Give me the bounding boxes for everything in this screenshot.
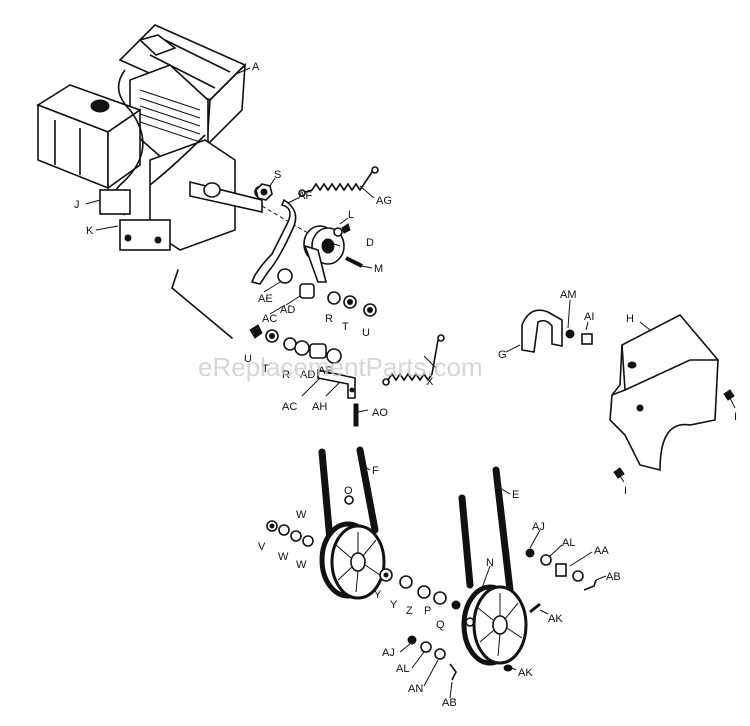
label-af: AF	[298, 190, 312, 202]
label-q: Q	[436, 619, 445, 631]
center-spacers	[379, 568, 461, 610]
label-s: S	[274, 169, 281, 181]
label-d: D	[366, 237, 374, 249]
label-r2: R	[282, 369, 290, 381]
pulley-left	[319, 495, 386, 600]
label-i: I	[734, 411, 737, 423]
label-ae2: AE	[318, 365, 333, 377]
label-k: K	[86, 225, 94, 237]
label-an: AN	[408, 683, 423, 695]
label-am: AM	[560, 289, 577, 301]
label-ac2: AC	[282, 401, 297, 413]
label-l: L	[348, 209, 354, 221]
label-t: T	[342, 321, 349, 333]
label-n: N	[486, 557, 494, 569]
label-w2: W	[278, 551, 289, 563]
engine-assembly	[36, 24, 263, 251]
label-f: F	[372, 465, 379, 477]
label-o: O	[344, 485, 353, 497]
label-g: G	[498, 349, 507, 361]
label-y2: Y	[390, 599, 398, 611]
hex-key	[171, 269, 233, 339]
right-hardware	[407, 548, 597, 681]
callout-labels: A S AF AG J K L D M AE AD AC R T U U T R…	[74, 61, 737, 709]
extension-spring-upper	[298, 166, 379, 197]
label-r: R	[325, 313, 333, 325]
label-j: J	[74, 199, 80, 211]
label-y: Y	[374, 589, 382, 601]
label-p: P	[424, 605, 431, 617]
pulley-right	[461, 584, 528, 666]
washers-left	[266, 520, 314, 547]
label-h: H	[626, 313, 634, 325]
watermark: eReplacementParts.com	[198, 352, 483, 382]
label-ae: AE	[258, 293, 273, 305]
lower-idler-assembly	[249, 324, 359, 427]
label-ao: AO	[372, 407, 388, 419]
leader-lines	[85, 67, 736, 699]
label-v: V	[258, 541, 266, 553]
label-u: U	[362, 327, 370, 339]
label-m: M	[374, 263, 383, 275]
label-ad: AD	[280, 304, 295, 316]
label-z: Z	[406, 605, 413, 617]
label-ai: AI	[584, 311, 594, 323]
label-i2: I	[624, 485, 627, 497]
label-ad2: AD	[300, 369, 315, 381]
extension-spring-lower	[382, 334, 445, 386]
label-aa: AA	[594, 545, 609, 557]
drive-belts	[318, 446, 514, 594]
label-ak2: AK	[518, 667, 533, 679]
label-a: A	[252, 61, 260, 73]
label-w3: W	[296, 559, 307, 571]
belt-guide-bracket	[521, 309, 593, 353]
label-aj: AJ	[532, 521, 545, 533]
label-aj2: AJ	[382, 647, 395, 659]
label-ab2: AB	[442, 697, 457, 709]
label-u2: U	[244, 353, 252, 365]
label-ag: AG	[376, 195, 392, 207]
label-x: X	[426, 376, 434, 388]
belt-cover	[609, 313, 735, 479]
label-al2: AL	[396, 663, 409, 675]
label-e: E	[512, 489, 519, 501]
nut-s	[255, 183, 273, 201]
label-w: W	[296, 509, 307, 521]
idler-arm-assembly	[250, 185, 377, 317]
label-al: AL	[562, 537, 575, 549]
label-ah: AH	[312, 401, 327, 413]
label-t2: T	[262, 363, 269, 375]
label-ab: AB	[606, 571, 621, 583]
label-ac: AC	[262, 313, 277, 325]
label-ak: AK	[548, 613, 563, 625]
